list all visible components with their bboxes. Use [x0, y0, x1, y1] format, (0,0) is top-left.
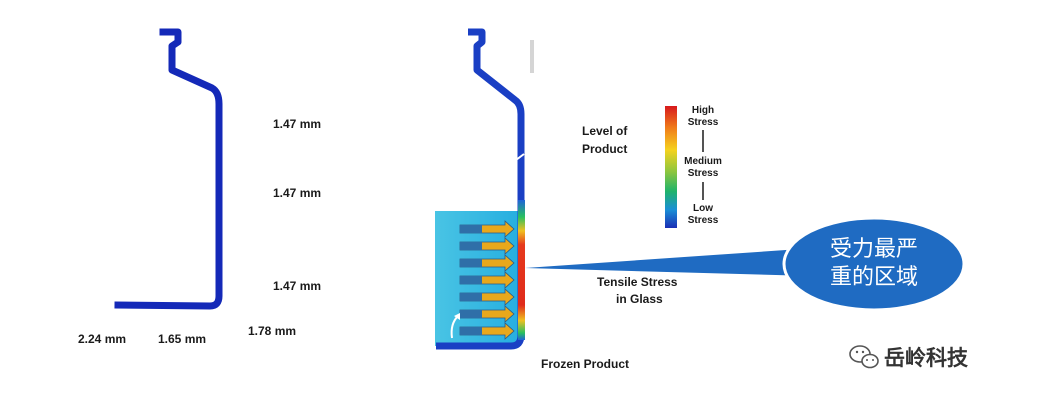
- callout-bubble: [782, 216, 966, 312]
- ruler-tick: [530, 40, 534, 73]
- callout-text: 受力最严 重的区域: [829, 237, 918, 290]
- dim-wall-lower: 1.47 mm: [273, 279, 322, 293]
- dim-wall-upper: 1.47 mm: [273, 117, 322, 131]
- wechat-icon: [849, 345, 879, 369]
- dim-heel: 1.78 mm: [248, 324, 297, 338]
- watermark-text: 岳岭科技: [884, 346, 968, 370]
- level-label-2: Product: [582, 142, 628, 156]
- pressure-arrows: [459, 220, 515, 340]
- tensile-label-2: in Glass: [616, 292, 663, 306]
- dim-base-left: 2.24 mm: [78, 332, 127, 346]
- dim-base-center: 1.65 mm: [158, 332, 207, 346]
- callout-pointer: [525, 248, 815, 276]
- tensile-label-1: Tensile Stress: [597, 275, 678, 289]
- level-label-1: Level of: [582, 124, 628, 138]
- stressed-wall: [518, 200, 525, 340]
- frozen-label: Frozen Product: [541, 357, 630, 371]
- dim-wall-middle: 1.47 mm: [273, 186, 322, 200]
- stress-legend-bar: [665, 106, 677, 228]
